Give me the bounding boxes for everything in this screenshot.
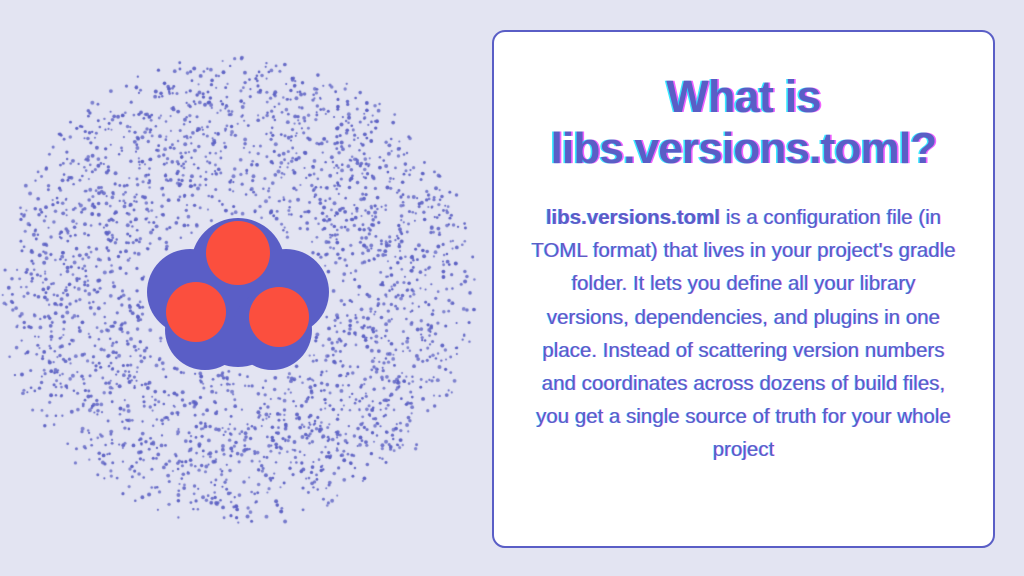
molecule-cluster-graphic: [147, 218, 329, 370]
card-title-line-1: What is: [666, 71, 821, 122]
info-card: What is libs.versions.toml? libs.version…: [492, 30, 995, 548]
red-atom-2: [249, 287, 309, 347]
molecule-illustration: [0, 0, 492, 576]
red-atom-1: [166, 282, 226, 342]
card-title-line-2: libs.versions.toml?: [550, 124, 938, 174]
red-atom-group: [166, 221, 309, 347]
card-title: What is libs.versions.toml?: [520, 70, 967, 175]
card-body-text: libs.versions.toml is a configuration fi…: [520, 201, 967, 467]
card-body-strong: libs.versions.toml: [545, 206, 721, 229]
card-body-rest: is a configuration file (in TOML format)…: [531, 206, 956, 462]
red-atom-0: [206, 221, 270, 285]
